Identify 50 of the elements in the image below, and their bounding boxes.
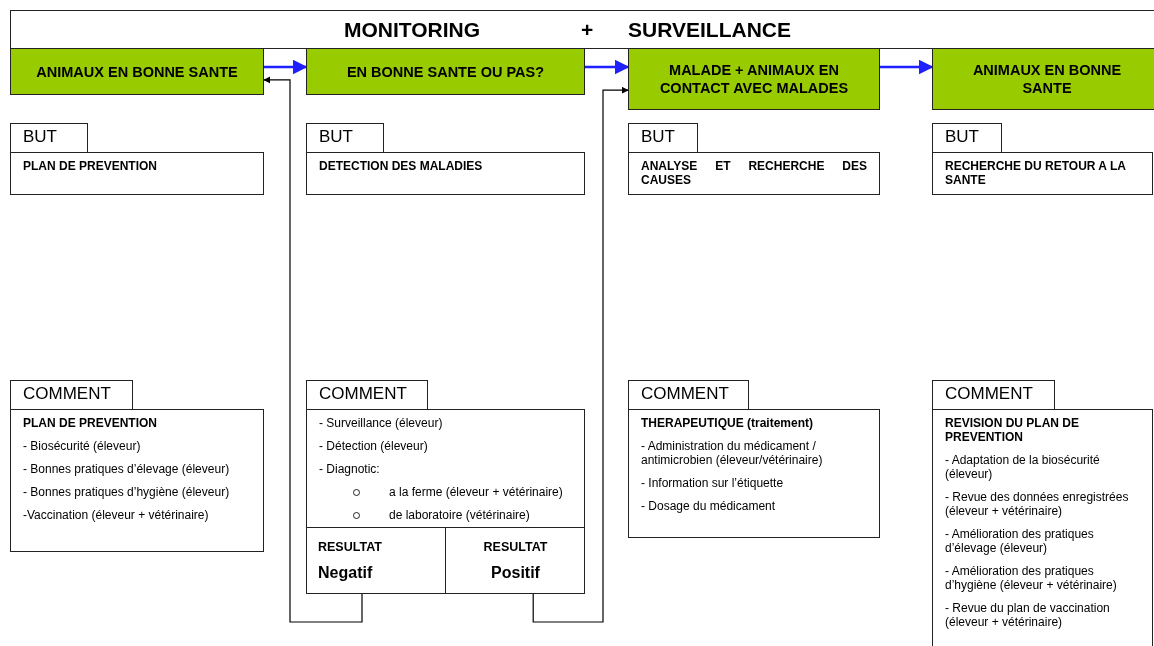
card-tab: COMMENT (628, 380, 749, 409)
list-item: a la ferme (éleveur + vétérinaire) (319, 485, 572, 499)
card-tab: BUT (628, 123, 698, 152)
list-item: - Bonnes pratiques d’hygiène (éleveur) (23, 485, 231, 499)
title-text: SURVEILLANCE (628, 18, 791, 42)
result-value: Positif (490, 564, 541, 582)
goal-text: ANALYSE ET RECHERCHE DES CAUSES (641, 159, 867, 187)
list-item: - Revue des données enregistrées (éleveur + vétérinaire) (945, 490, 1130, 518)
stage-box: EN BONNE SANTE OU PAS? (306, 48, 585, 95)
arrow (880, 59, 934, 75)
card-tab: BUT (932, 123, 1002, 152)
list-item: - Information sur l’étiquette (641, 476, 785, 490)
list-item: - Administration du médicament / antimicrobien (éleveur/vétérinaire) (641, 439, 824, 467)
list-item: - Surveillance (éleveur) (319, 416, 444, 430)
list-item: - Dosage du médicament (641, 499, 777, 513)
section-heading: REVISION DU PLAN DE PREVENTION (945, 416, 1080, 444)
card-tab: BUT (10, 123, 88, 152)
arrow (585, 59, 630, 75)
result-heading: RESULTAT (482, 540, 549, 554)
section-heading: PLAN DE PREVENTION (23, 416, 158, 430)
list-item: - Diagnotic: (319, 462, 381, 476)
result-cell (445, 527, 585, 594)
list-item: - Détection (éleveur) (319, 439, 429, 453)
list-item: - Amélioration des pratiques d’élevage (éleveur) (945, 527, 1095, 555)
list-item: de laboratoire (vétérinaire) (319, 508, 572, 522)
goal-text: RECHERCHE DU RETOUR A LA SANTE (945, 159, 1127, 187)
card-tab: COMMENT (932, 380, 1055, 409)
list-item: -Vaccination (éleveur + vétérinaire) (23, 508, 210, 522)
stage-box: MALADE + ANIMAUX EN CONTACT AVEC MALADES (628, 48, 880, 110)
list-item: - Adaptation de la biosécurité (éleveur) (945, 453, 1101, 481)
list-item: - Amélioration des pratiques d’hygiène (éleveur + vétérinaire) (945, 564, 1118, 592)
title-text: MONITORING (344, 18, 481, 42)
stage-box: ANIMAUX EN BONNE SANTE (932, 48, 1154, 110)
card-tab: COMMENT (10, 380, 133, 409)
title-banner (10, 10, 1154, 49)
arrow (532, 86, 629, 623)
list-item: - Revue du plan de vaccination (éleveur + vétérinaire) (945, 601, 1111, 629)
goal-text: DETECTION DES MALADIES (319, 159, 484, 173)
card-tab: COMMENT (306, 380, 428, 409)
result-value: Negatif (318, 564, 374, 582)
arrow (263, 76, 363, 623)
arrow (264, 59, 308, 75)
list-item: - Biosécurité (éleveur) (23, 439, 142, 453)
goal-text: PLAN DE PREVENTION (23, 159, 158, 173)
plus-sign: + (581, 18, 594, 42)
section-heading: THERAPEUTIQUE (traitement) (641, 416, 814, 430)
stage-box: ANIMAUX EN BONNE SANTE (10, 48, 264, 95)
result-heading: RESULTAT (318, 540, 383, 554)
card-tab: BUT (306, 123, 384, 152)
list-item: - Bonnes pratiques d’élevage (éleveur) (23, 462, 231, 476)
